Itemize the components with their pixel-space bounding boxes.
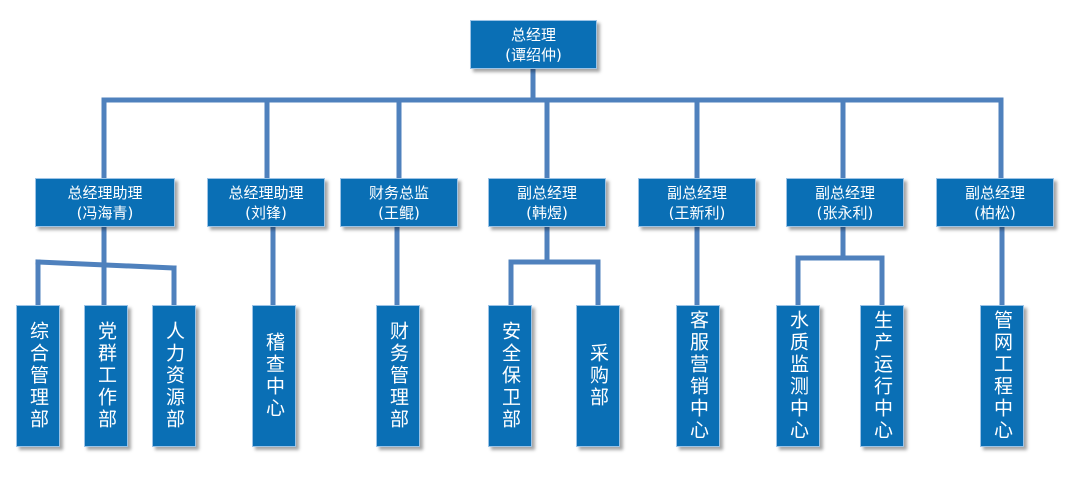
manager-title: 总经理助理 [228,183,304,202]
top-node-person: (谭绍仲) [505,45,562,64]
department-label: 客服营销中心 [687,310,709,442]
department-label: 安全保卫部 [499,321,521,431]
manager-title: 副总经理 [666,183,727,202]
department-node: 生产运行中心 [860,305,904,447]
manager-node: 总经理助理 (冯海青) [35,178,175,227]
department-label: 财务管理部 [387,321,409,431]
department-node: 财务管理部 [376,305,420,447]
manager-person: (王新利) [668,203,726,222]
department-label: 管网工程中心 [991,310,1013,442]
manager-node: 副总经理 (柏松) [936,178,1054,227]
department-node: 稽查中心 [252,305,296,447]
department-node: 管网工程中心 [980,305,1024,447]
department-label: 水质监测中心 [787,310,809,442]
department-node: 安全保卫部 [488,305,532,447]
manager-node: 副总经理 (王新利) [638,178,756,227]
manager-person: (张永利) [816,203,874,222]
manager-node: 副总经理 (韩煜) [488,178,606,227]
department-label: 党群工作部 [95,321,117,431]
department-label: 人力资源部 [163,321,185,431]
manager-node: 财务总监 (王鲲) [340,178,458,227]
top-node-general-manager: 总经理 (谭绍仲) [470,20,597,69]
manager-title: 财务总监 [368,183,429,202]
department-label: 综合管理部 [27,321,49,431]
department-node: 综合管理部 [16,305,60,447]
top-node-title: 总经理 [510,25,556,44]
manager-title: 副总经理 [814,183,875,202]
department-node: 人力资源部 [152,305,196,447]
manager-person: (韩煜) [526,203,568,222]
manager-person: (王鲲) [378,203,420,222]
manager-node: 总经理助理 (刘锋) [207,178,325,227]
manager-title: 副总经理 [964,183,1025,202]
department-label: 采购部 [587,343,609,409]
manager-title: 总经理助理 [67,183,143,202]
manager-node: 副总经理 (张永利) [786,178,904,227]
department-label: 生产运行中心 [871,310,893,442]
department-node: 采购部 [576,305,620,447]
department-node: 客服营销中心 [676,305,720,447]
manager-person: (刘锋) [245,203,287,222]
department-node: 党群工作部 [84,305,128,447]
manager-person: (冯海青) [76,203,134,222]
department-label: 稽查中心 [263,332,285,420]
manager-person: (柏松) [974,203,1016,222]
department-node: 水质监测中心 [776,305,820,447]
manager-title: 副总经理 [516,183,577,202]
